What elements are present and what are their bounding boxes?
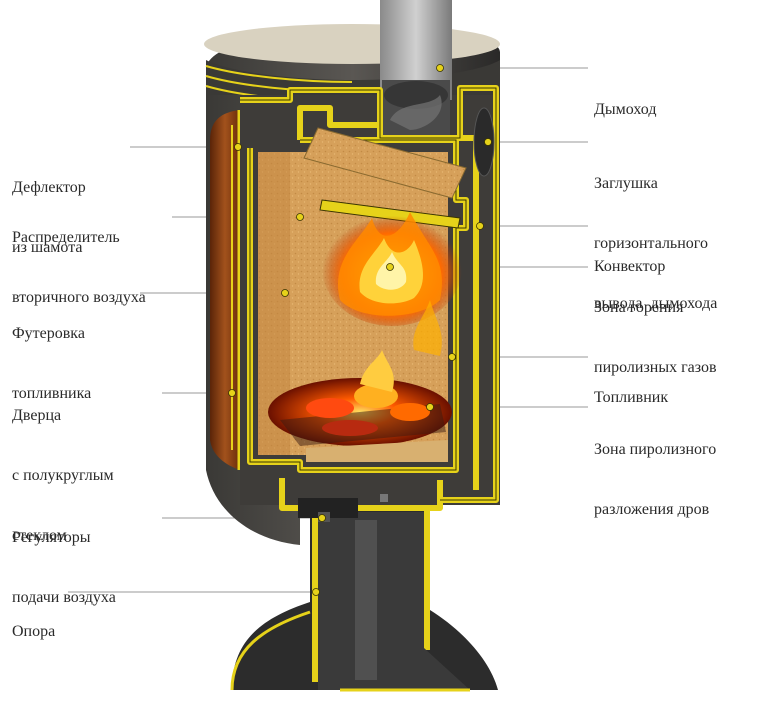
label-line: Дверца	[12, 407, 62, 424]
label-lining: Футеровка топливника	[12, 284, 91, 444]
label-line: Зона горения	[594, 299, 684, 316]
top-cap	[204, 24, 500, 64]
label-line: Дымоход	[594, 101, 657, 118]
label-line: Распределитель	[12, 229, 120, 246]
label-line: Футеровка	[12, 325, 85, 342]
label-line: с полукруглым	[12, 467, 114, 484]
label-distributor: Распределитель вторичного воздуха	[12, 188, 146, 348]
label-line: Опора	[12, 623, 56, 640]
chimney-plug	[473, 107, 495, 177]
label-line: подачи воздуха	[12, 589, 116, 606]
label-door: Дверца с полукруглым стеклом	[12, 366, 114, 586]
label-line: стеклом	[12, 527, 67, 544]
label-line: пиролизных газов	[594, 359, 717, 376]
glass-door	[210, 110, 240, 470]
label-regulators: Регуляторы подачи воздуха	[12, 488, 116, 648]
label-line: разложения дров	[594, 501, 710, 518]
label-line: из шамота	[12, 239, 83, 256]
label-line: Конвектор	[594, 258, 666, 275]
chimney-pipe	[380, 0, 452, 140]
label-line: вторичного воздуха	[12, 289, 146, 306]
firebox-floor	[306, 440, 448, 462]
label-firebox: Топливник	[594, 348, 668, 448]
label-chimney: Дымоход	[594, 60, 656, 160]
label-line: Регуляторы	[12, 529, 91, 546]
label-line: Заглушка	[594, 175, 658, 192]
label-line: Топливник	[594, 389, 669, 406]
label-pyrolysis-zone: Зона пиролизного разложения дров	[594, 400, 716, 560]
embers	[268, 350, 452, 446]
label-convector: Конвектор	[594, 217, 665, 317]
label-pyrolysis-gas-zone: Зона горения пиролизных газов	[594, 258, 717, 418]
label-line: вывода дымохода	[594, 295, 718, 312]
leader-dots	[228, 64, 492, 596]
deflector-slab	[303, 127, 467, 199]
support-leg	[230, 510, 498, 692]
label-line: горизонтального	[594, 235, 708, 252]
label-line: Дефлектор	[12, 179, 86, 196]
label-plug: Заглушка горизонтального вывода дымохода	[594, 134, 717, 354]
label-line: Зона пиролизного	[594, 441, 717, 458]
label-line: топливника	[12, 385, 92, 402]
label-deflector: Дефлектор из шамота	[12, 138, 86, 298]
label-support: Опора	[12, 582, 55, 682]
